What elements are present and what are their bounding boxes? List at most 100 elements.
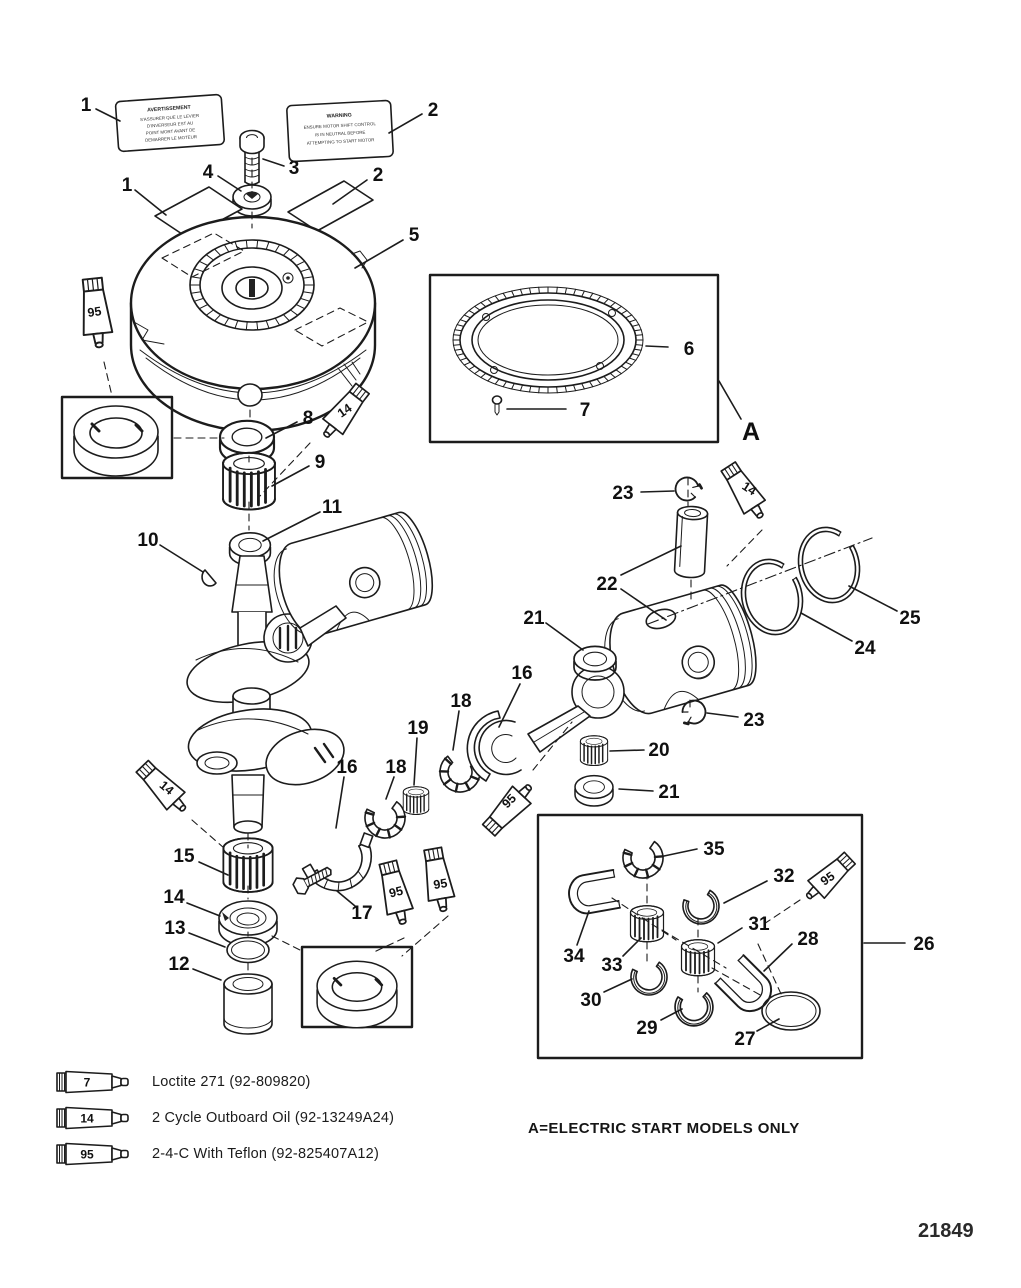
callout-thrust-washer: 11 <box>322 497 343 518</box>
ring-gear-screw <box>491 395 503 416</box>
grease-tube-label: 95 <box>432 876 448 892</box>
callout-clip-bottom: 23 <box>743 710 764 731</box>
grease-tube-label: 95 <box>818 869 837 888</box>
legend-tube-icon-loctite: 7 <box>56 1070 129 1094</box>
callout-seal-carrier: 14 <box>163 887 185 908</box>
note-electric-start: A=ELECTRIC START MODELS ONLY <box>528 1120 800 1137</box>
half-shell-34 <box>565 868 621 918</box>
callout-connecting-rod: 16 <box>511 663 532 684</box>
flywheel-ring-gear-teeth <box>189 239 315 331</box>
callout-flywheel-bolt: 3 <box>289 158 300 179</box>
callout-flywheel-washer: 4 <box>203 162 214 183</box>
wear-sleeve <box>223 973 273 1035</box>
o-ring <box>226 936 270 964</box>
callout-electric-start-box: A <box>742 418 760 446</box>
callout-warning-decal-fr: 1 <box>81 95 92 116</box>
legend-row: 14 2 Cycle Outboard Oil (92-13249A24) <box>56 1100 394 1136</box>
rod-washer-lower <box>574 774 614 807</box>
legend-row: 95 2-4-C With Teflon (92-825407A12) <box>56 1136 394 1172</box>
callout-woodruff-key: 10 <box>137 530 158 551</box>
starter-ring-gear-teeth <box>452 286 644 394</box>
o-ring-27 <box>761 991 821 1031</box>
legend-text-oil: 2 Cycle Outboard Oil (92-13249A24) <box>152 1110 395 1126</box>
decal-blank-left <box>154 186 243 239</box>
callout-clip-top: 23 <box>612 483 633 504</box>
callout-ring-gear-screw: 7 <box>580 400 591 421</box>
callout-flywheel: 5 <box>409 225 420 246</box>
callout-ring-inner: 24 <box>854 638 876 659</box>
wrist-pin <box>673 505 709 579</box>
rod-needle-cage <box>579 734 609 767</box>
grease-tubes: 95 14 14 14 95 95 95 95 <box>76 276 859 928</box>
flywheel <box>129 215 377 433</box>
callout-28: 28 <box>797 929 818 950</box>
center-needle-cage <box>402 785 430 816</box>
grease-tube-label: 14 <box>740 479 759 498</box>
leader-lines <box>95 108 906 1032</box>
callout-rod-washer-lower: 21 <box>658 782 680 803</box>
callout-warning-decal-en: 2 <box>428 100 439 121</box>
legend-row: 7 Loctite 271 (92-809820) <box>56 1064 394 1100</box>
decal-blank-right <box>287 180 374 232</box>
legend-tube-number: 14 <box>80 1112 94 1126</box>
needle-cage-33 <box>629 904 665 943</box>
callout-27: 27 <box>734 1029 755 1050</box>
svg-text:IS IN NEUTRAL BEFORE: IS IN NEUTRAL BEFORE <box>315 130 366 138</box>
decal-fr-title: AVERTISSEMENT <box>147 104 192 113</box>
callout-rod-bolt: 17 <box>351 903 372 924</box>
half-ring-32 <box>679 888 725 930</box>
grease-tube-label: 95 <box>87 304 103 320</box>
woodruff-key <box>201 569 217 587</box>
warning-decal-en: WARNING ENSURE MOTOR SHIFT CONTROL IS IN… <box>286 99 394 163</box>
legend-text-teflon: 2-4-C With Teflon (92-825407A12) <box>152 1146 379 1162</box>
upper-seal-box <box>60 395 174 480</box>
callout-o-ring: 13 <box>164 918 185 939</box>
drawing-number: 21849 <box>918 1220 974 1242</box>
callout-center-half-cage: 18 <box>385 757 406 778</box>
callout-30: 30 <box>580 990 601 1011</box>
callout-piston-pin: 22 <box>596 574 617 595</box>
callout-34: 34 <box>563 946 585 967</box>
flywheel-bolt <box>239 129 265 186</box>
grease-tube-label: 14 <box>335 401 354 420</box>
callout-ring-gear: 6 <box>684 339 695 360</box>
callout-bearing-set: 26 <box>913 934 934 955</box>
legend-tube-number: 7 <box>84 1076 91 1090</box>
callout-half-cage-rod: 18 <box>450 691 471 712</box>
legend-tube-number: 95 <box>80 1148 94 1162</box>
half-ring-30 <box>627 960 672 1000</box>
svg-text:DEMARRER LE MOTEUR: DEMARRER LE MOTEUR <box>145 134 197 143</box>
assembly-axes <box>103 157 873 971</box>
legend-text-loctite: Loctite 271 (92-809820) <box>152 1074 311 1090</box>
callout-32: 32 <box>773 866 794 887</box>
half-cage-35 <box>619 839 669 884</box>
callout-sleeve: 12 <box>168 954 189 975</box>
callout-decal-right: 2 <box>373 165 384 186</box>
callout-upper-bearing: 9 <box>315 452 326 473</box>
callout-35: 35 <box>703 839 725 860</box>
callout-decal-left: 1 <box>122 175 133 196</box>
callout-rod-needle-cage: 20 <box>648 740 669 761</box>
callout-31: 31 <box>748 914 770 935</box>
callout-29: 29 <box>636 1018 657 1039</box>
decal-en-title: WARNING <box>327 112 352 119</box>
legend: 7 Loctite 271 (92-809820) 14 2 Cycle Out… <box>56 1064 394 1172</box>
seal-carrier <box>218 900 278 947</box>
legend-tube-icon-oil: 14 <box>56 1106 129 1130</box>
callout-center-needle-cage: 19 <box>407 718 428 739</box>
callouts: 1 2 3 4 1 2 5 6 7 A 8 9 11 10 23 22 21 2… <box>81 95 935 1050</box>
callout-ring-outer: 25 <box>899 608 921 629</box>
svg-text:D'INVERSEUR EST AU: D'INVERSEUR EST AU <box>147 120 194 128</box>
svg-text:ATTEMPTING TO START MOTOR: ATTEMPTING TO START MOTOR <box>307 137 375 146</box>
bearing-set-box <box>536 813 864 1060</box>
callout-rod-cap: 16 <box>336 757 357 778</box>
svg-text:POINT MORT AVANT DE: POINT MORT AVANT DE <box>146 127 196 135</box>
exploded-piston <box>604 584 757 715</box>
rod-cap-bolt <box>292 866 332 895</box>
svg-text:S'ASSURER QUE LE LEVIER: S'ASSURER QUE LE LEVIER <box>140 113 199 122</box>
warning-decal-fr: AVERTISSEMENT S'ASSURER QUE LE LEVIER D'… <box>114 93 226 153</box>
lower-seal-box <box>300 945 414 1030</box>
crankshaft <box>186 555 345 834</box>
